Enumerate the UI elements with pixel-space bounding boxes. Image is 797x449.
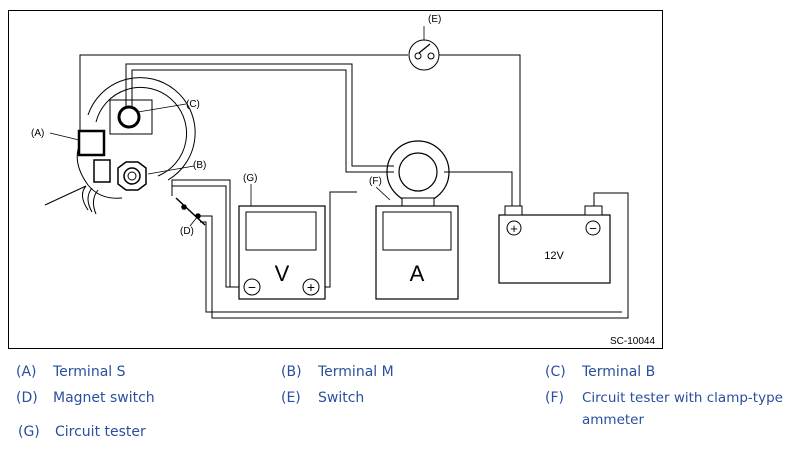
legend-item-f: (F) Circuit tester with clamp-type ammet…	[545, 387, 783, 428]
wire-return-to-battery	[200, 192, 629, 319]
legend-key: (B)	[281, 364, 302, 380]
leader-lines	[49, 26, 425, 227]
callout-d: (D)	[180, 226, 194, 237]
legend-text: Terminal B	[582, 364, 656, 380]
ammeter-f	[375, 205, 459, 300]
legend-key: (E)	[281, 390, 301, 406]
legend-key: (D)	[16, 390, 38, 406]
wire-voltmeter-minus	[171, 179, 242, 288]
callout-c: (C)	[186, 99, 200, 110]
voltmeter-minus-sign: −	[248, 279, 256, 295]
battery-minus-sign: −	[589, 221, 597, 236]
wire-switch-to-battery	[79, 54, 521, 206]
legend-text: Switch	[318, 390, 365, 406]
legend-text: Terminal M	[318, 364, 394, 380]
starter-motor	[44, 77, 196, 215]
legend-item-b: (B) Terminal M	[281, 361, 394, 383]
legend-item-c: (C) Terminal B	[545, 361, 655, 383]
diagram-frame	[8, 10, 663, 349]
ammeter-clamp	[386, 140, 450, 207]
legend-item-a: (A) Terminal S	[16, 361, 126, 383]
battery	[498, 205, 611, 284]
legend-item-g: (G) Circuit tester	[18, 421, 146, 443]
legend-text: Circuit tester	[55, 424, 146, 440]
switch-e	[408, 39, 440, 71]
terminal-b	[109, 99, 153, 135]
voltmeter-plus-sign: +	[307, 279, 315, 295]
terminal-m	[93, 159, 147, 191]
legend-key: (C)	[545, 364, 566, 380]
terminal-s	[77, 129, 106, 157]
figure-id: SC-10044	[610, 336, 655, 347]
wiring-diagram: V − + A + − 12V (A) (B) (C) (D) (E) (F) …	[8, 10, 663, 349]
callout-g: (G)	[243, 173, 257, 184]
ammeter-symbol: A	[410, 261, 425, 286]
legend-text: Terminal S	[53, 364, 126, 380]
wire-voltmeter-plus	[323, 191, 357, 288]
callout-b: (B)	[193, 160, 206, 171]
wire-terminal-b-to-ammeter	[125, 63, 394, 173]
legend-text: Circuit tester with clamp-type ammeter	[582, 390, 783, 428]
voltmeter-g	[238, 205, 326, 300]
magnet-switch	[175, 197, 206, 226]
legend-item-e: (E) Switch	[281, 387, 364, 409]
battery-plus-sign: +	[510, 221, 518, 236]
battery-voltage: 12V	[544, 250, 564, 262]
legend-item-d: (D) Magnet switch	[16, 387, 155, 409]
legend-key: (A)	[16, 364, 37, 380]
legend-text: Magnet switch	[53, 390, 155, 406]
callout-e: (E)	[428, 14, 441, 25]
callout-a: (A)	[31, 128, 44, 139]
voltmeter-symbol: V	[275, 261, 290, 286]
legend-key: (G)	[18, 424, 40, 440]
legend-key: (F)	[545, 390, 564, 406]
callout-f: (F)	[369, 176, 382, 187]
